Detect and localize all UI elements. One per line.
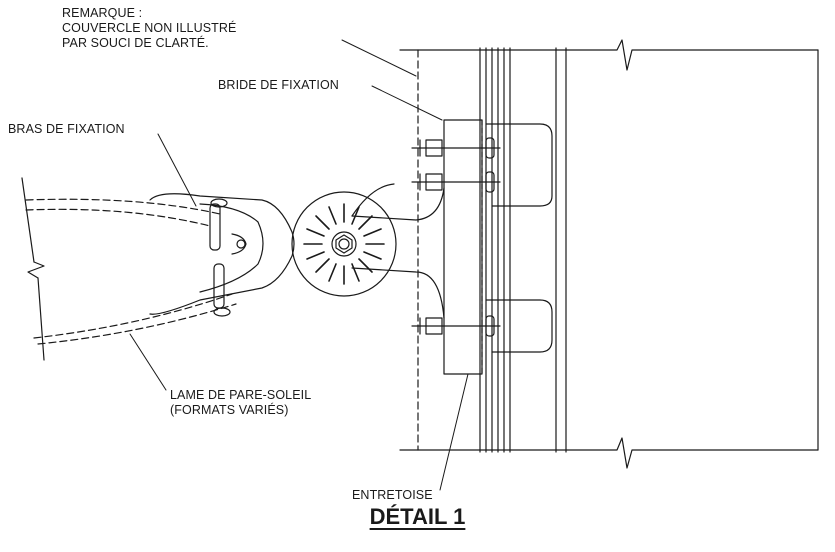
bolts: [411, 137, 501, 337]
lame-line-2: (FORMATS VARIÉS): [170, 403, 289, 417]
bras-label: BRAS DE FIXATION: [8, 122, 125, 136]
sunshade-blade: [25, 198, 237, 345]
note-line-2: COUVERCLE NON ILLUSTRÉ: [62, 21, 237, 35]
note-line-3: PAR SOUCI DE CLARTÉ.: [62, 36, 209, 50]
detail-title-text: DÉTAIL 1: [369, 504, 466, 529]
blade-break: [21, 177, 45, 361]
bride-label: BRIDE DE FIXATION: [218, 78, 339, 92]
panel-break-lines: [399, 39, 819, 469]
detail-title: DÉTAIL 1: [0, 504, 835, 530]
pivot-hub: [291, 191, 397, 297]
mounting-flange: [351, 183, 445, 319]
spacer-plate: [443, 119, 483, 375]
note-line-1: REMARQUE :: [62, 6, 143, 20]
note-label: REMARQUE : COUVERCLE NON ILLUSTRÉ PAR SO…: [62, 6, 236, 51]
mullion-profile: [479, 47, 567, 453]
fixing-arm: [149, 193, 295, 317]
lame-line-1: LAME DE PARE-SOLEIL: [170, 388, 312, 402]
lame-label: LAME DE PARE-SOLEIL (FORMATS VARIÉS): [170, 388, 311, 418]
leader-lines: [129, 39, 469, 491]
entretoise-label: ENTRETOISE: [352, 488, 433, 502]
mullion-brackets: [485, 123, 553, 353]
